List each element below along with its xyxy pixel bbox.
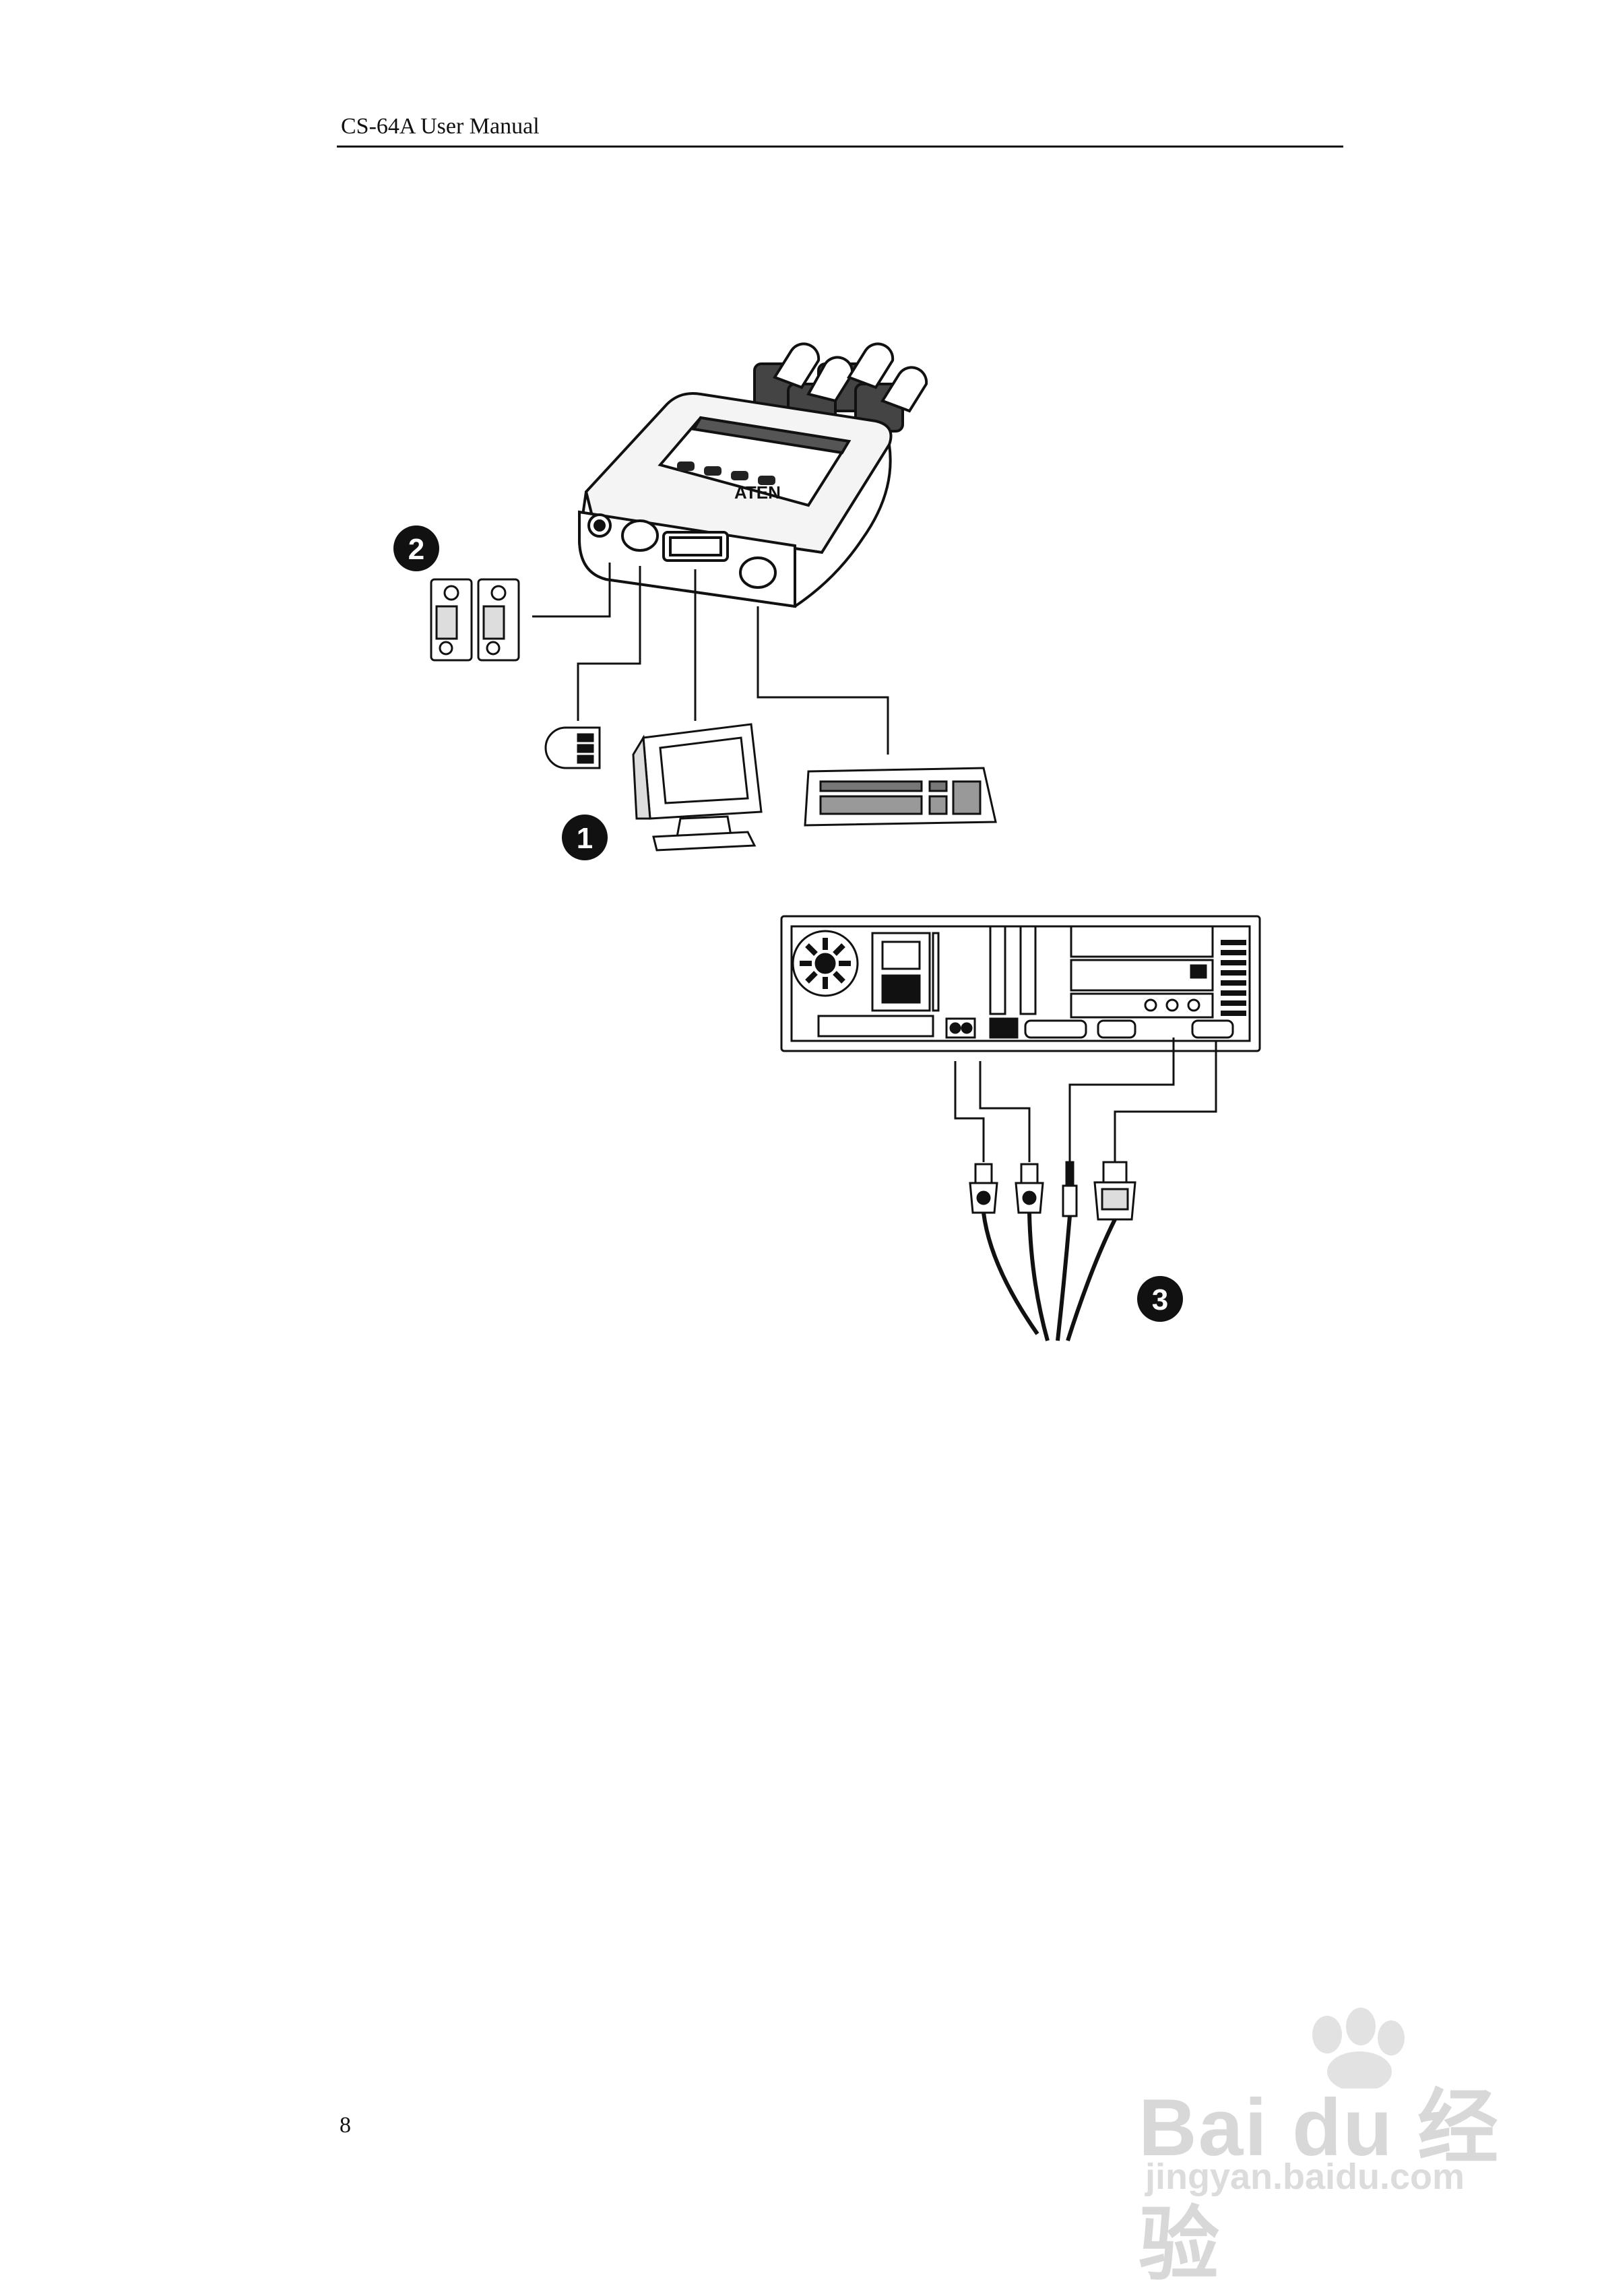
keyboard-icon: [804, 767, 997, 827]
page-header-title: CS-64A User Manual: [341, 114, 540, 139]
svg-text:3: 3: [1152, 1283, 1168, 1316]
svg-text:2: 2: [408, 533, 424, 566]
svg-text:1: 1: [577, 822, 593, 855]
rear-panel-cables: [954, 1038, 1217, 1162]
monitor-icon: [632, 723, 763, 852]
port-selection-buttons: [677, 461, 775, 485]
computer-rear-panel-icon: [780, 915, 1261, 1052]
connection-lines: [532, 563, 889, 755]
step-badge-2: 2: [393, 525, 439, 571]
switch-logo: ATEN: [734, 482, 781, 503]
paw-logo-icon: [1312, 2008, 1405, 2088]
cable-connectors-icon: [969, 1161, 1136, 1341]
watermark: Bai du 经验 jingyan.baidu.com: [1138, 2008, 1516, 2290]
mouse-icon: [544, 726, 601, 769]
speakers-icon: [430, 578, 520, 662]
header-divider: [337, 146, 1343, 148]
step-badge-3: 3: [1137, 1276, 1183, 1322]
watermark-domain: jingyan.baidu.com: [1145, 2157, 1465, 2197]
kvm-switch-icon: ATEN: [577, 342, 928, 608]
step-badge-1: 1: [562, 815, 608, 860]
page-number: 8: [340, 2113, 351, 2138]
